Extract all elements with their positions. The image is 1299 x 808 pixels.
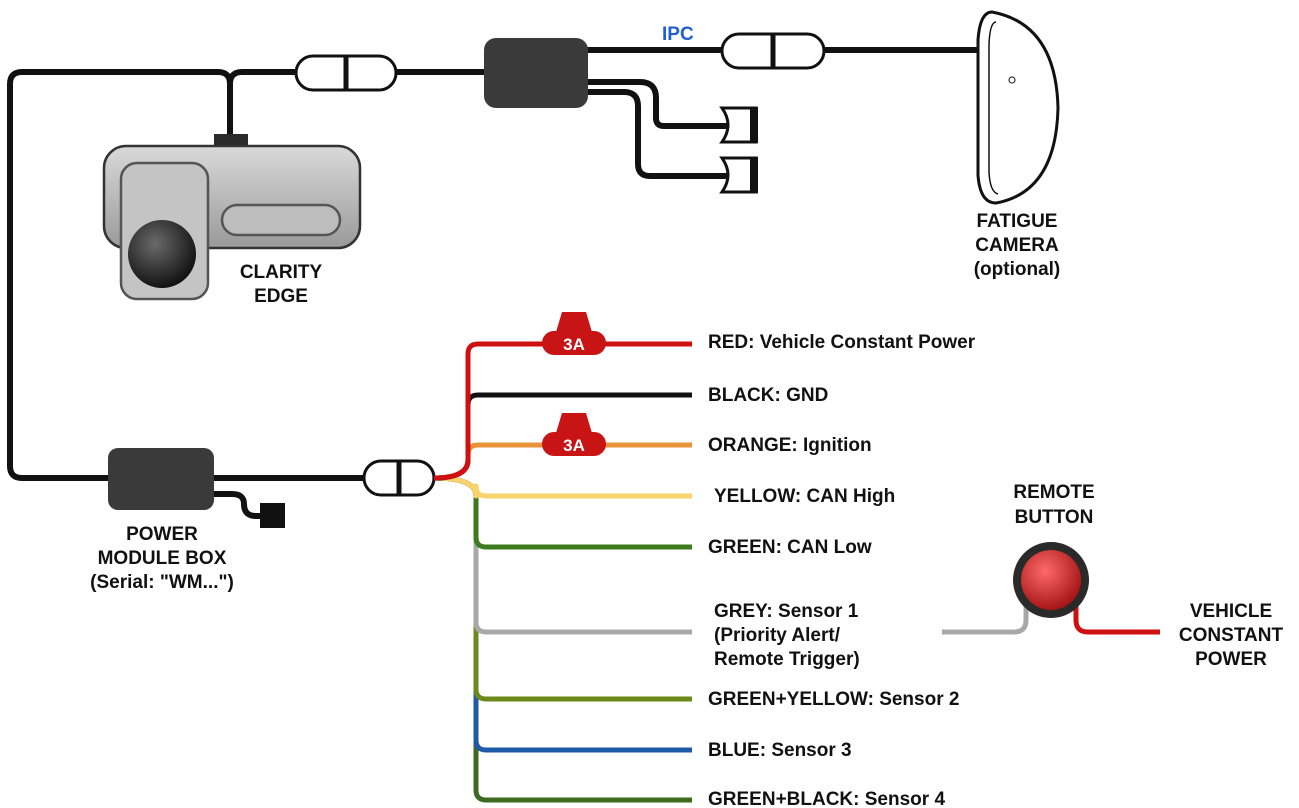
fatigue-camera-body [976,10,1060,205]
connector-upper [294,54,398,92]
cable-power-to-camera-junction [7,69,233,481]
fatigue-camera-label-3: (optional) [974,259,1061,280]
clarity-edge-slot [220,203,342,237]
wire-label-green-yellow: GREEN+YELLOW: Sensor 2 [708,689,959,710]
wire-yellow [433,475,692,499]
power-module-box [108,448,214,510]
ipc-label: IPC [662,24,694,45]
cable-hub-branch-2 [583,89,729,179]
power-module-plug [260,503,285,528]
wire-label-orange: ORANGE: Ignition [708,435,872,456]
fuse-orange: 3A [542,413,606,456]
fatigue-camera [976,10,1060,205]
wire-label-red: RED: Vehicle Constant Power [708,332,976,353]
wire-label-green-black: GREEN+BLACK: Sensor 4 [708,789,945,808]
remote-button-label-1: REMOTE [1013,482,1094,503]
wire-label-blue: BLUE: Sensor 3 [708,740,852,761]
wire-label-yellow: YELLOW: CAN High [714,486,895,507]
cable-junction-to-connector [227,69,303,87]
power-module-label-2: MODULE BOX [98,548,227,569]
branch-plug-2 [719,156,758,194]
vehicle-power-label-2: CONSTANT [1179,625,1284,646]
fuse-red: 3A [542,312,606,355]
fatigue-camera-label-2: CAMERA [975,235,1059,256]
remote-button [1021,550,1081,610]
connector-ipc [720,32,826,70]
connector-harness [362,459,436,497]
fatigue-camera-lens [1008,76,1016,84]
vehicle-power-label-3: POWER [1195,649,1267,670]
wire-label-black: BLACK: GND [708,385,828,406]
clarity-edge-device [102,134,362,301]
wire-red [433,341,692,481]
cable-power-to-small-plug [209,491,269,519]
fuse-rating-label: 3A [563,436,585,455]
wire-grey [433,475,692,635]
remote-red-wire [1073,592,1160,635]
remote-button-label-2: BUTTON [1015,507,1094,528]
remote-button-assembly [942,542,1160,635]
fatigue-camera-label-1: FATIGUE [977,211,1058,232]
wire-label-green: GREEN: CAN Low [708,537,872,558]
clarity-edge-lens [128,220,196,288]
cable-hub-branch-1 [583,79,729,129]
wire-blue [433,475,692,753]
clarity-edge-label-1: CLARITY [240,262,323,283]
hub-box [484,38,588,108]
harness-wires: 3A 3A [433,312,692,803]
wire-label-grey: GREY: Sensor 1 [714,601,859,622]
main-cables [7,47,983,519]
power-module-label-3: (Serial: "WM...") [90,572,234,593]
wire-label-grey-line-2: (Priority Alert/ [714,625,841,646]
wire-label-grey-line-3: Remote Trigger) [714,649,860,670]
branch-plug-1 [719,106,758,144]
wire-green-yellow [433,475,692,702]
fuse-rating-label: 3A [563,335,585,354]
vehicle-power-label-1: VEHICLE [1190,601,1272,622]
clarity-edge-label-2: EDGE [254,286,308,307]
remote-grey-wire [942,592,1029,635]
power-module-label-1: POWER [126,524,198,545]
